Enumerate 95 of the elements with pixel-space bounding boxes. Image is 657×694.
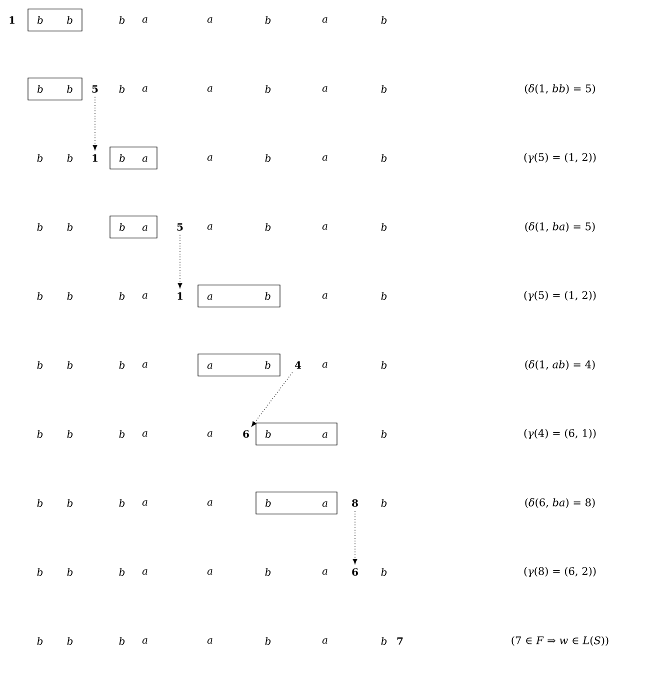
letter: b xyxy=(37,430,43,438)
letter: b xyxy=(67,154,73,162)
letter: b xyxy=(381,292,387,300)
letter: a xyxy=(322,362,328,368)
boxed-substring: b b xyxy=(28,78,82,100)
letter: a xyxy=(142,17,148,23)
letter: b xyxy=(37,361,43,369)
letter: a xyxy=(322,638,328,644)
arrow xyxy=(252,372,293,427)
arrow xyxy=(352,510,358,564)
boxed-substring: b a xyxy=(110,216,158,238)
letter: a xyxy=(142,362,148,368)
state-number: 5 xyxy=(92,85,98,93)
letter: b xyxy=(119,430,125,438)
boxed-substring: b a xyxy=(110,146,158,170)
letter: b xyxy=(265,154,271,162)
boxed-substring: a b xyxy=(198,354,280,376)
transition-formula: (δ(1, ab) = 4) xyxy=(525,360,595,370)
state-number: 1 xyxy=(178,292,182,300)
letter: b xyxy=(381,361,387,369)
boxed-substring: b b xyxy=(28,8,82,32)
letter: b xyxy=(37,499,43,507)
letter: b xyxy=(67,568,73,576)
letter: a xyxy=(207,17,212,23)
state-number: 1 xyxy=(92,154,98,162)
state-number: 1 xyxy=(10,16,14,24)
state-number: 6 xyxy=(243,430,249,438)
letter: b xyxy=(67,292,73,300)
transition-formula: (7 ∈ F ⇒ w ∈ L(S)) xyxy=(512,636,608,646)
letter: b xyxy=(119,499,125,507)
letter: b xyxy=(37,637,43,645)
letter: b xyxy=(67,430,73,438)
letter: b xyxy=(67,223,73,231)
letter: a xyxy=(142,569,148,575)
letter: b xyxy=(381,430,387,438)
letter: a xyxy=(142,431,148,437)
letter: b xyxy=(381,154,387,162)
transition-formula: (γ(5) = (1, 2)) xyxy=(524,290,596,302)
letter: b xyxy=(119,568,125,576)
letter: b xyxy=(67,361,73,369)
letter: b xyxy=(265,85,271,93)
state-number: 7 xyxy=(397,637,403,645)
letter: b xyxy=(381,568,387,576)
letter: b xyxy=(67,637,73,645)
state-number: 6 xyxy=(352,568,358,576)
boxed-substring: a b xyxy=(198,284,280,308)
letter: b xyxy=(67,499,73,507)
letter: a xyxy=(322,569,328,575)
letter: a xyxy=(322,86,328,92)
letter: a xyxy=(142,293,148,299)
letter: b xyxy=(37,223,43,231)
letter: b xyxy=(265,223,271,231)
letter: b xyxy=(381,223,387,231)
letter: a xyxy=(322,224,328,230)
transition-formula: (δ(6, ba) = 8) xyxy=(525,498,595,508)
letter: a xyxy=(207,431,212,437)
letter: a xyxy=(322,155,328,161)
letter: b xyxy=(119,361,125,369)
state-number: 5 xyxy=(177,223,183,231)
letter: b xyxy=(265,637,271,645)
letter: b xyxy=(37,292,43,300)
letter: a xyxy=(322,293,328,299)
transition-formula: (δ(1, bb) = 5) xyxy=(525,84,595,94)
letter: b xyxy=(37,568,43,576)
letter: b xyxy=(265,16,271,24)
letter: b xyxy=(381,499,387,507)
arrow xyxy=(178,234,182,288)
transition-formula: (γ(8) = (6, 2)) xyxy=(524,566,596,578)
letter: b xyxy=(381,16,387,24)
letter: a xyxy=(207,224,212,230)
letter: a xyxy=(207,86,212,92)
state-number: 4 xyxy=(294,361,302,369)
transition-formula: (γ(5) = (1, 2)) xyxy=(524,152,596,164)
letter: a xyxy=(142,86,148,92)
letter: b xyxy=(381,637,387,645)
letter: b xyxy=(119,292,125,300)
letter: b xyxy=(119,16,125,24)
letter: b xyxy=(265,568,271,576)
boxed-substring: b a xyxy=(256,492,338,514)
letter: a xyxy=(207,569,212,575)
letter: a xyxy=(142,638,148,644)
letter: a xyxy=(322,17,328,23)
letter: a xyxy=(207,155,212,161)
boxed-substring: b a xyxy=(256,422,338,446)
letter: a xyxy=(207,500,212,506)
letter: a xyxy=(142,500,148,506)
letter: b xyxy=(119,637,125,645)
arrow xyxy=(92,96,98,150)
letter: b xyxy=(381,85,387,93)
letter: b xyxy=(37,154,43,162)
letter: b xyxy=(119,85,125,93)
state-number: 8 xyxy=(352,499,358,507)
transition-formula: (γ(4) = (6, 1)) xyxy=(524,428,596,440)
letter: a xyxy=(207,638,212,644)
transition-formula: (δ(1, ba) = 5) xyxy=(525,222,595,232)
